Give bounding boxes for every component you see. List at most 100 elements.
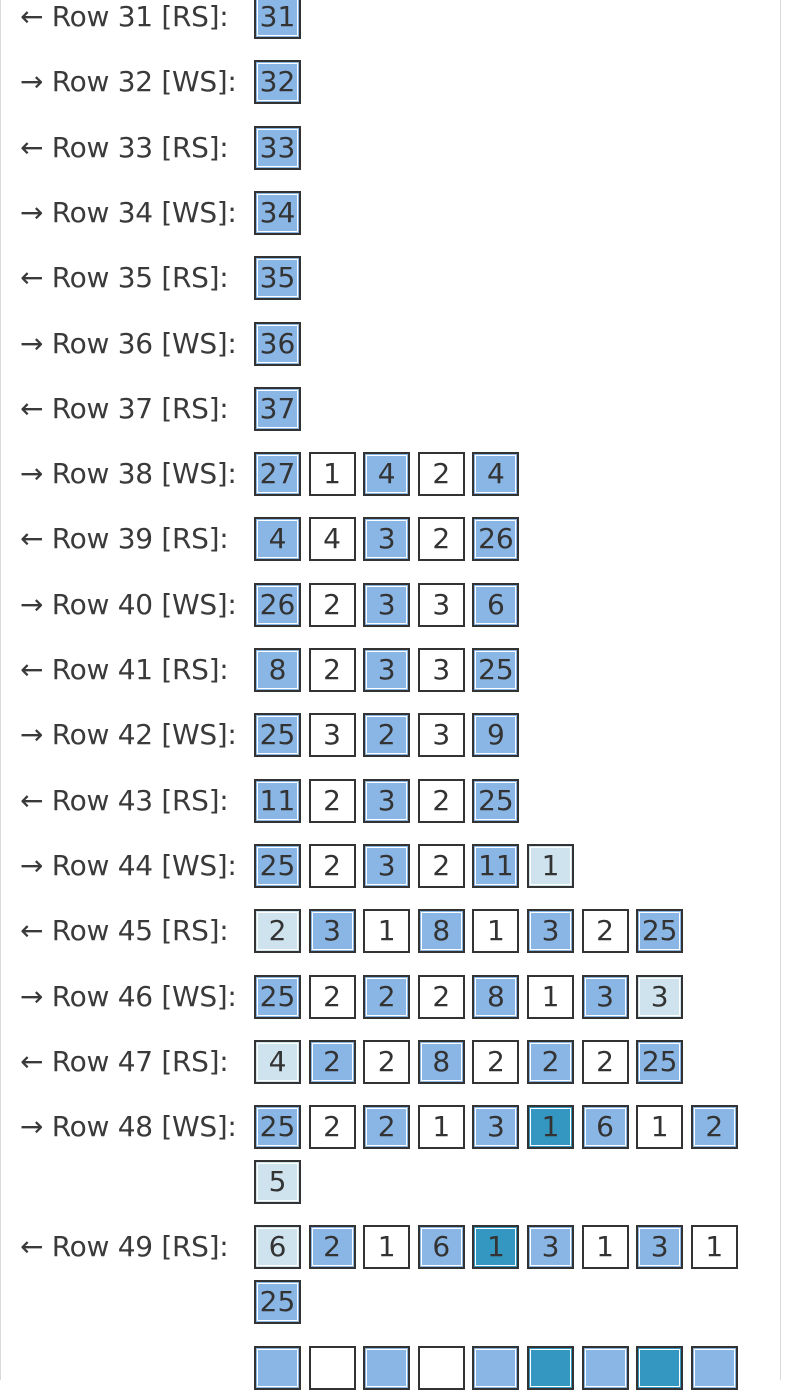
stitch-cell: 6 [254,1225,301,1270]
stitch-cell: 25 [254,713,301,758]
stitch-cell: 34 [254,190,301,235]
stitch-cell: 6 [472,582,520,627]
stitch-cell: 2 [308,1039,356,1084]
stitch-cell: 2 [363,974,411,1019]
stitch-cell: 2 [417,452,465,497]
stitch-cell: 32 [254,60,301,105]
stitch-cell: 8 [254,648,301,692]
row-label: → Row 34 [WS]: [20,195,237,229]
stitch-cell: 2 [472,1039,520,1084]
stitch-cell: 2 [581,1039,629,1084]
row-label: → Row 46 [WS]: [20,979,237,1013]
stitch-cell: 1 [363,909,411,954]
stitch-cell [254,1345,301,1390]
stitch-cell: 1 [636,1105,684,1150]
stitch-cell: 3 [308,713,356,758]
stitch-cell: 25 [254,974,301,1019]
stitch-cell: 6 [417,1225,465,1270]
stitch-cell: 4 [308,517,356,562]
row-label: ← Row 39 [RS]: [20,522,229,556]
stitch-cell: 4 [472,452,520,497]
stitch-cell: 33 [254,125,301,170]
stitch-cell: 26 [472,517,520,562]
stitch-cell: 5 [254,1160,301,1205]
stitch-cell [581,1345,629,1390]
row-label: ← Row 31 [RS]: [20,0,229,33]
stitch-cell: 2 [581,909,629,954]
stitch-cell: 1 [527,843,574,888]
stitch-cell: 2 [363,1105,411,1150]
stitch-cell: 1 [581,1225,629,1270]
stitch-cell [308,1345,356,1390]
stitch-cell: 8 [417,909,465,954]
stitch-cell [472,1345,520,1390]
row-label: ← Row 45 [RS]: [20,914,229,948]
stitch-cell: 2 [308,1105,356,1150]
stitch-cell: 2 [417,778,465,823]
stitch-cell: 1 [472,909,520,954]
row-label: ← Row 35 [RS]: [20,261,229,295]
stitch-cell: 25 [254,843,301,888]
row-label: ← Row 33 [RS]: [20,130,229,164]
stitch-cell: 2 [527,1039,574,1084]
stitch-cell: 11 [472,843,520,888]
stitch-cell: 1 [417,1105,465,1150]
stitch-cell: 3 [308,909,356,954]
stitch-cell: 2 [308,1225,356,1270]
stitch-cell: 3 [636,1225,684,1270]
stitch-cell: 9 [472,713,520,758]
stitch-cell: 27 [254,452,301,497]
row-label: → Row 42 [WS]: [20,718,237,752]
stitch-cell: 4 [254,1039,301,1084]
stitch-cell: 2 [363,713,411,758]
row-label: → Row 48 [WS]: [20,1110,237,1144]
stitch-cell: 3 [581,974,629,1019]
stitch-cell: 8 [472,974,520,1019]
stitch-cell: 25 [636,1039,684,1084]
stitch-cell: 2 [417,517,465,562]
stitch-cell: 37 [254,386,301,431]
stitch-cell: 2 [417,843,465,888]
stitch-cell: 3 [363,843,411,888]
stitch-cell: 26 [254,582,301,627]
stitch-cell: 1 [690,1225,738,1270]
stitch-cell: 35 [254,256,301,301]
stitch-cell: 31 [254,0,301,39]
stitch-cell: 3 [363,648,411,692]
stitch-cell: 25 [636,909,684,954]
row-label: → Row 44 [WS]: [20,848,237,882]
stitch-cell [417,1345,465,1390]
stitch-cell: 25 [472,778,520,823]
stitch-cell: 2 [308,778,356,823]
stitch-cell: 2 [308,974,356,1019]
stitch-cell: 3 [527,909,574,954]
stitch-cell [363,1345,411,1390]
stitch-cell: 2 [363,1039,411,1084]
stitch-cell [690,1345,738,1390]
row-label: ← Row 47 [RS]: [20,1044,229,1078]
stitch-cell: 3 [417,713,465,758]
stitch-cell: 36 [254,321,301,366]
stitch-cell: 1 [527,974,574,1019]
stitch-cell: 2 [690,1105,738,1150]
row-label: ← Row 41 [RS]: [20,653,229,686]
row-label: → Row 36 [WS]: [20,326,237,360]
stitch-cell: 1 [308,452,356,497]
row-label: ← Row 37 [RS]: [20,391,229,425]
stitch-cell: 3 [363,517,411,562]
stitch-cell: 8 [417,1039,465,1084]
stitch-cell [527,1345,574,1390]
stitch-cell: 4 [363,452,411,497]
stitch-cell [636,1345,684,1390]
stitch-cell: 3 [636,974,684,1019]
stitch-cell: 2 [308,582,356,627]
stitch-cell: 1 [472,1225,520,1270]
stitch-cell: 25 [254,1105,301,1150]
stitch-cell: 3 [472,1105,520,1150]
stitch-cell: 25 [472,648,520,692]
row-label: → Row 40 [WS]: [20,587,237,621]
stitch-cell: 4 [254,517,301,562]
row-label: → Row 32 [WS]: [20,65,237,99]
row-label: ← Row 49 [RS]: [20,1230,229,1264]
stitch-cell: 3 [363,582,411,627]
